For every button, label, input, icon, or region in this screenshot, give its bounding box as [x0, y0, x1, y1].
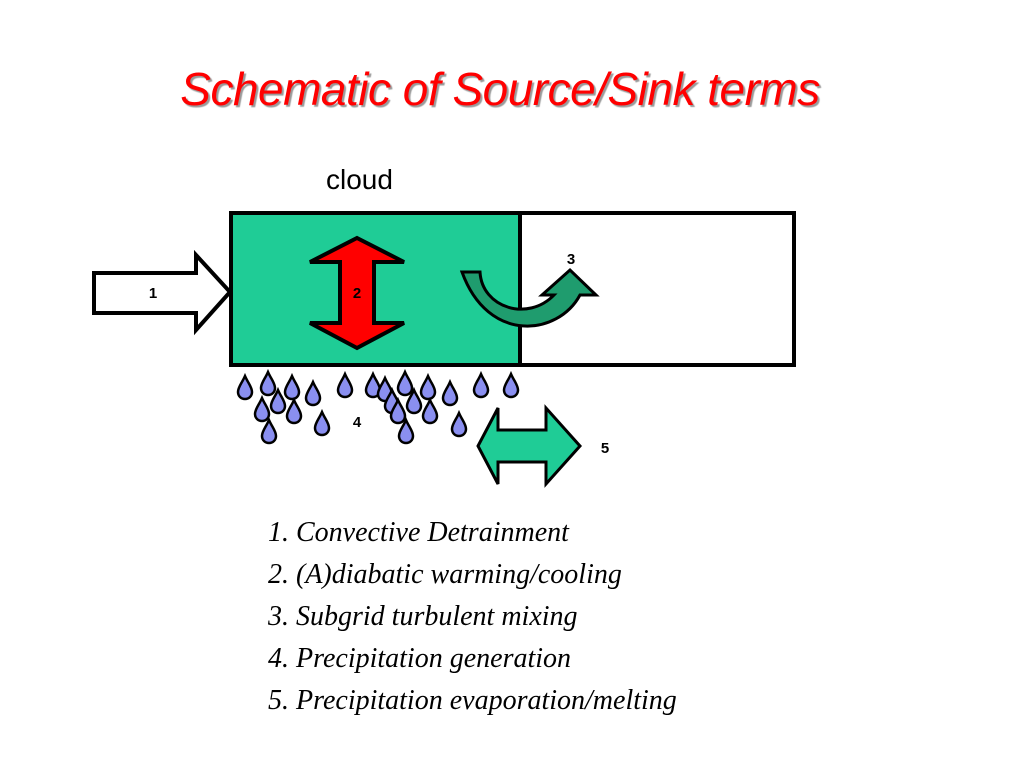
marker-3: 3	[567, 251, 575, 268]
raindrop-icon	[236, 374, 254, 401]
marker-1: 1	[149, 285, 157, 302]
raindrop-icon	[336, 372, 354, 399]
marker-2: 2	[353, 285, 361, 302]
raindrop-icon	[419, 374, 437, 401]
raindrop-icon	[450, 411, 468, 438]
marker-5: 5	[601, 440, 609, 457]
precipitation-drops	[236, 370, 520, 445]
mixing-arrow	[459, 267, 600, 328]
raindrop-icon	[396, 370, 414, 397]
legend-list: 1. Convective Detrainment 2. (A)diabatic…	[268, 512, 677, 722]
raindrop-icon	[259, 370, 277, 397]
raindrop-icon	[313, 410, 331, 437]
raindrop-icon	[441, 380, 459, 407]
cloud-label: cloud	[326, 164, 393, 195]
raindrop-icon	[283, 374, 301, 401]
raindrop-icon	[502, 372, 520, 399]
legend-item: 3. Subgrid turbulent mixing	[268, 601, 578, 632]
legend-item: 1. Convective Detrainment	[268, 517, 569, 548]
raindrop-icon	[253, 396, 271, 423]
legend-item: 2. (A)diabatic warming/cooling	[268, 559, 622, 590]
raindrop-icon	[304, 380, 322, 407]
raindrop-icon	[260, 418, 278, 445]
marker-4: 4	[353, 414, 362, 431]
raindrop-icon	[472, 372, 490, 399]
raindrop-icon	[421, 398, 439, 425]
evaporation-arrow	[476, 404, 583, 488]
raindrop-icon	[285, 398, 303, 425]
slide-title: Schematic of Source/Sink terms	[180, 63, 820, 115]
legend-item: 5. Precipitation evaporation/melting	[268, 685, 677, 716]
warming-cooling-arrow	[309, 235, 405, 351]
detrainment-arrow	[92, 249, 233, 336]
legend-item: 4. Precipitation generation	[268, 643, 572, 674]
